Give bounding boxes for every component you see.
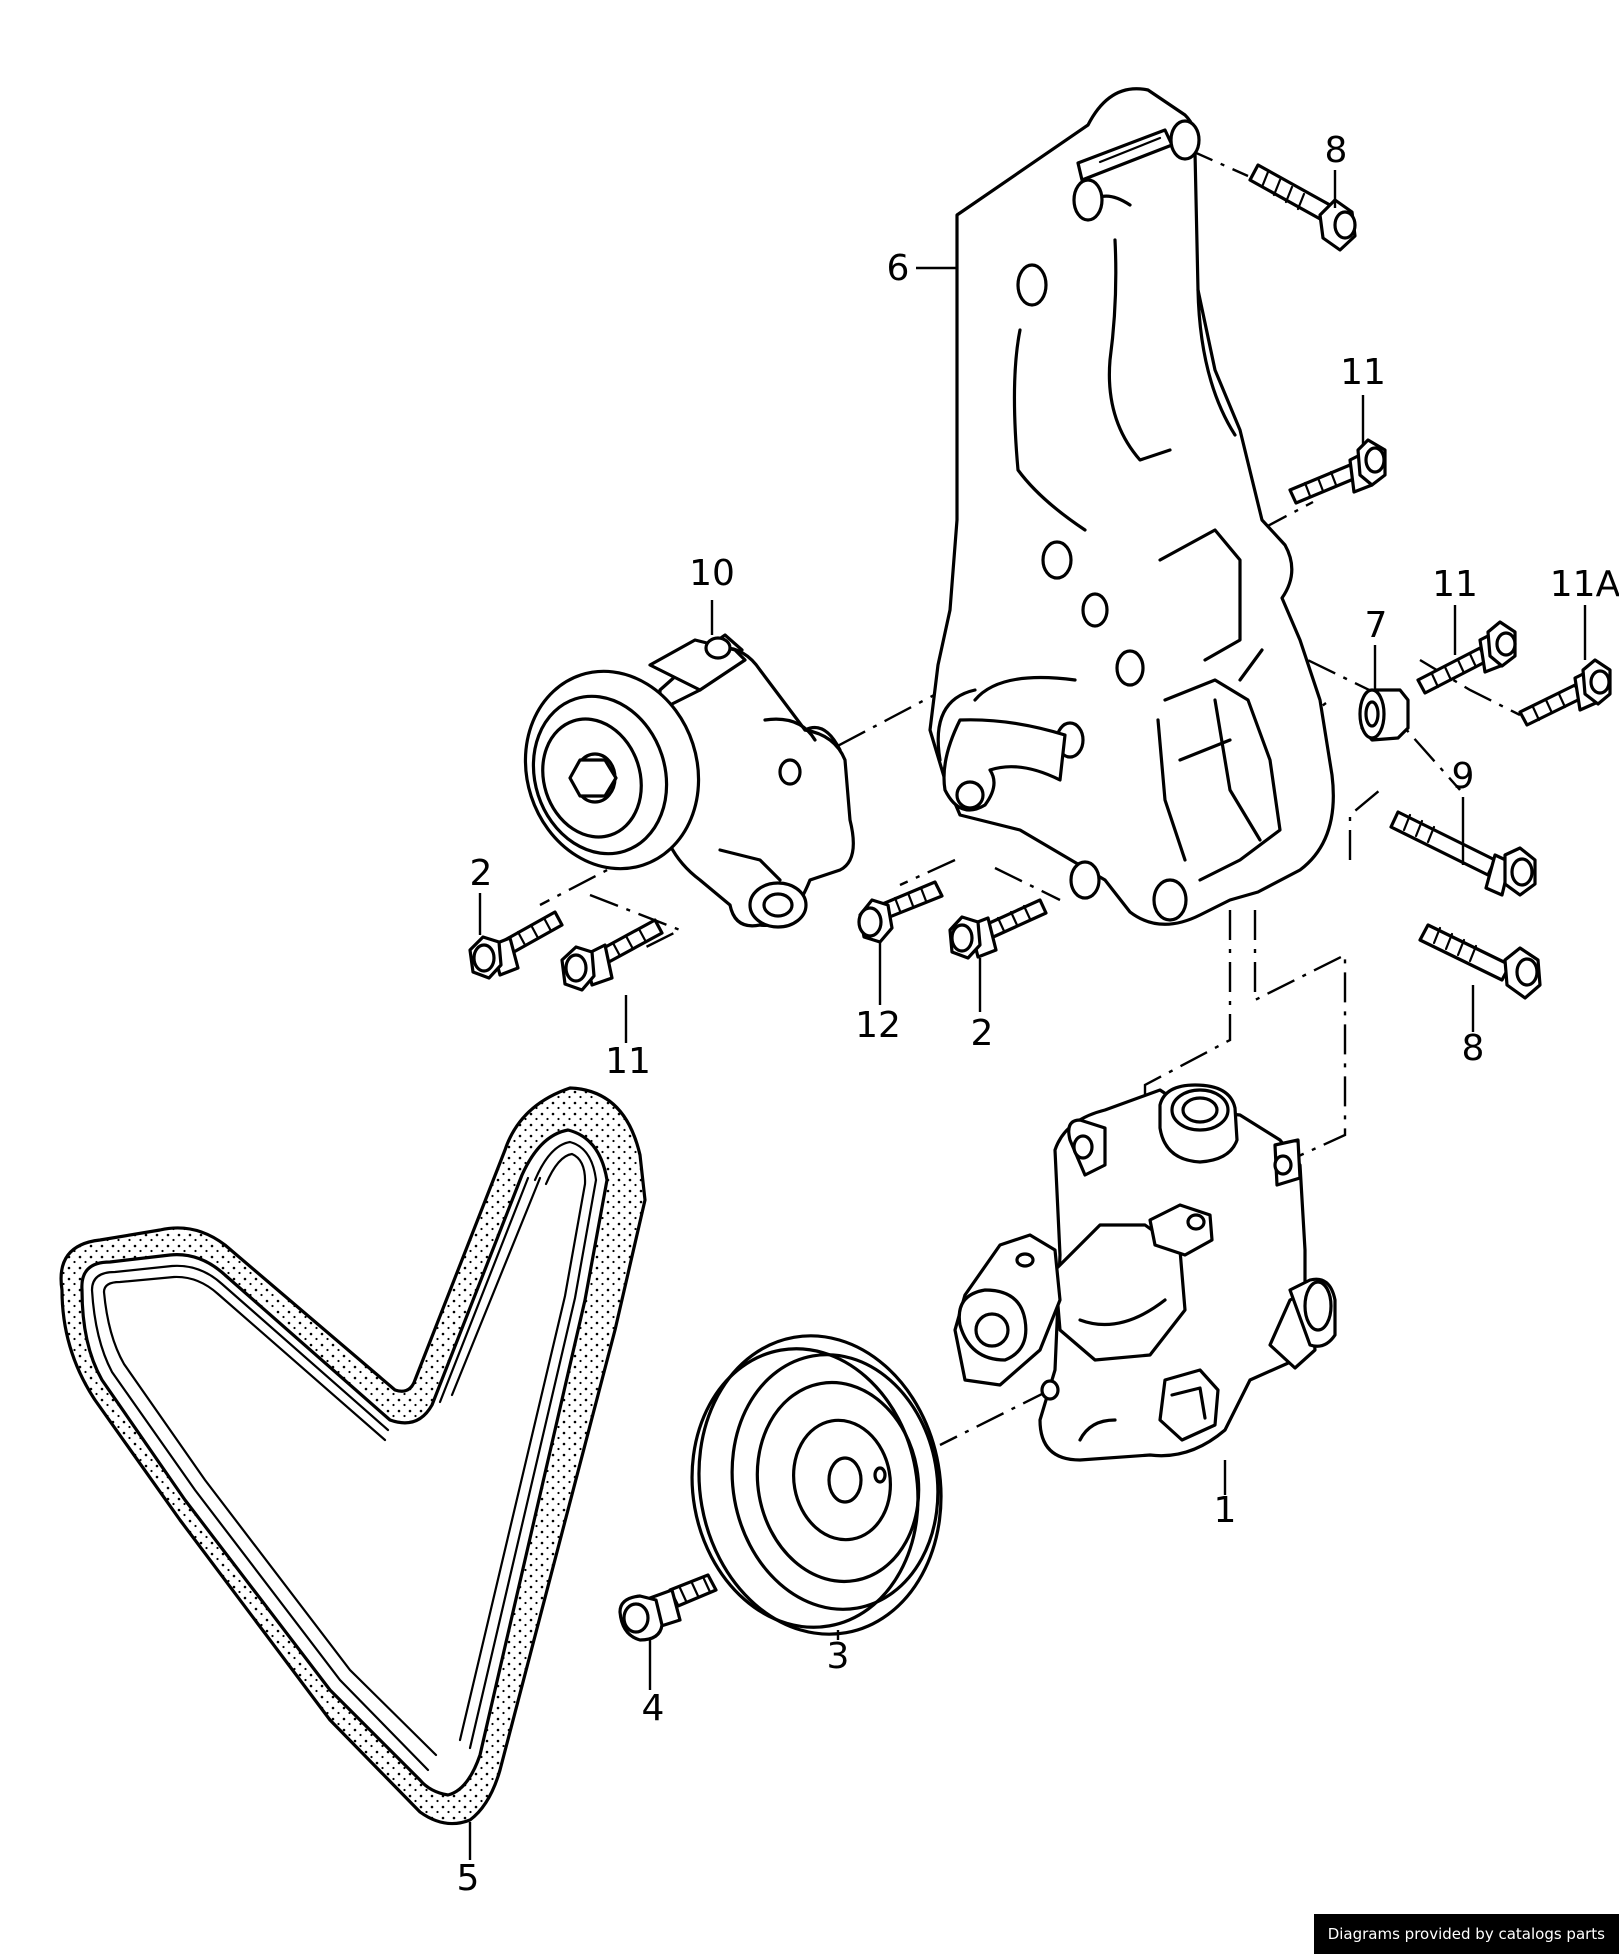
bushing-7 <box>1358 688 1410 742</box>
bolt-11-middle <box>1416 620 1517 695</box>
leader-lines <box>468 170 1587 1860</box>
callout-4: 4 <box>642 1688 665 1729</box>
callout-11-lower: 11 <box>605 1041 651 1082</box>
callout-3: 3 <box>827 1636 850 1677</box>
bolt-2-left <box>468 910 564 980</box>
callout-labels: 8 6 11 10 7 11 11A 9 8 2 11 12 2 1 3 4 5 <box>457 130 1619 1899</box>
callout-2-middle: 2 <box>971 1013 994 1054</box>
bolt-4 <box>618 1573 718 1642</box>
hardware-parts <box>468 163 1612 1642</box>
callout-11A: 11A <box>1550 564 1619 605</box>
belt-tensioner <box>523 633 855 929</box>
callout-6: 6 <box>887 248 910 289</box>
power-steering-pump <box>953 1083 1337 1462</box>
callout-11-middle: 11 <box>1432 564 1478 605</box>
bolt-8-lower <box>1418 923 1542 1000</box>
callout-11-upper: 11 <box>1340 352 1386 393</box>
bolt-9 <box>1389 810 1537 897</box>
callout-8-upper: 8 <box>1325 130 1348 171</box>
callout-9: 9 <box>1452 756 1475 797</box>
callout-10: 10 <box>689 553 735 594</box>
bolt-11-lower <box>560 918 664 992</box>
bolt-12 <box>857 880 944 944</box>
pump-pulley <box>690 1334 943 1636</box>
bolt-2-middle <box>948 898 1048 960</box>
callout-2-left: 2 <box>470 853 493 894</box>
callout-1: 1 <box>1214 1490 1237 1531</box>
bolt-8-upper <box>1248 163 1357 252</box>
bolt-11-upper <box>1288 438 1387 505</box>
bolt-11A <box>1518 658 1612 727</box>
callout-5: 5 <box>457 1858 480 1899</box>
poly-v-belt <box>59 1086 647 1826</box>
callout-7: 7 <box>1365 605 1388 646</box>
callout-8-lower: 8 <box>1462 1028 1485 1069</box>
callout-12: 12 <box>855 1005 901 1046</box>
footer-credit: Diagrams provided by catalogs parts <box>1313 1914 1619 1954</box>
mounting-bracket <box>928 87 1335 926</box>
